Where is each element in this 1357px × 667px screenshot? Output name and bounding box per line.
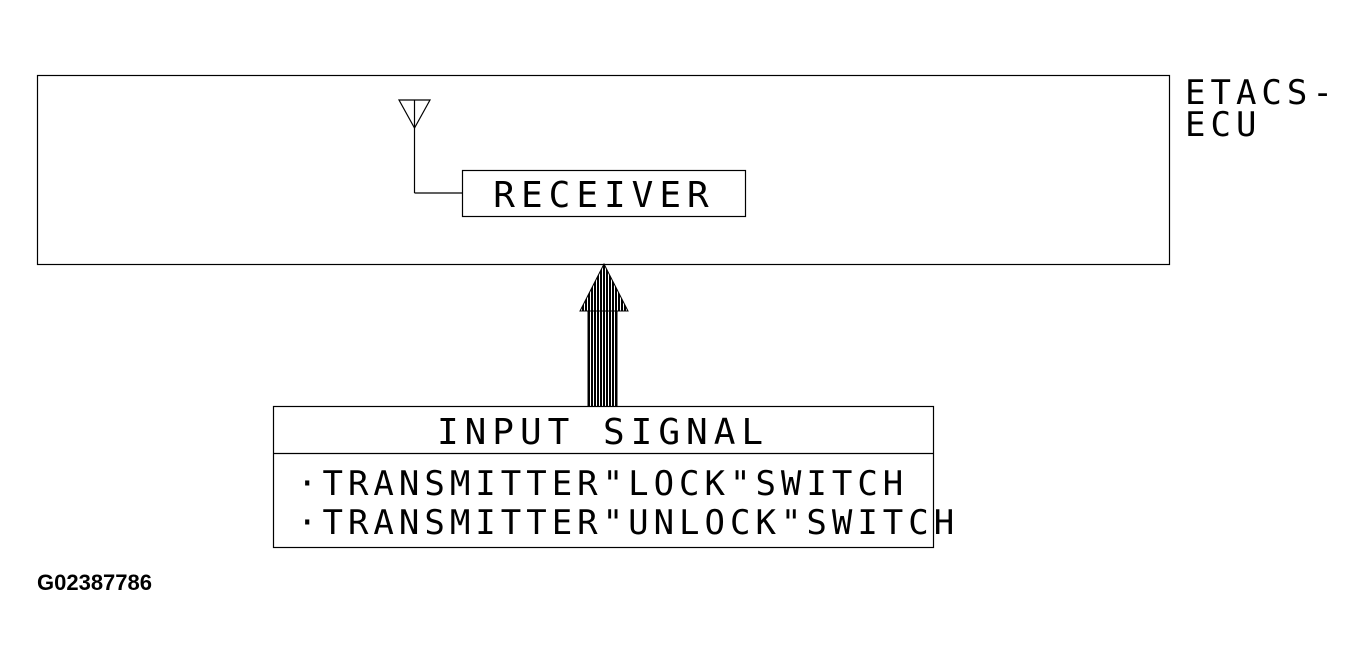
input-signal-title: INPUT SIGNAL	[437, 412, 769, 453]
receiver-label: RECEIVER	[493, 175, 714, 216]
figure-code: G02387786	[37, 570, 152, 595]
receiver-box	[461, 169, 747, 218]
ecu-label-line2: ECU	[1185, 105, 1261, 145]
signal-arrow-icon	[579, 262, 629, 408]
input-signal-box	[272, 405, 935, 549]
input-signal-item-unlock: ·TRANSMITTER"UNLOCK"SWITCH	[297, 503, 959, 543]
antenna-icon	[397, 99, 462, 194]
ecu-label-line1: ETACS-	[1185, 73, 1338, 113]
input-signal-item-lock: ·TRANSMITTER"LOCK"SWITCH	[297, 464, 908, 504]
